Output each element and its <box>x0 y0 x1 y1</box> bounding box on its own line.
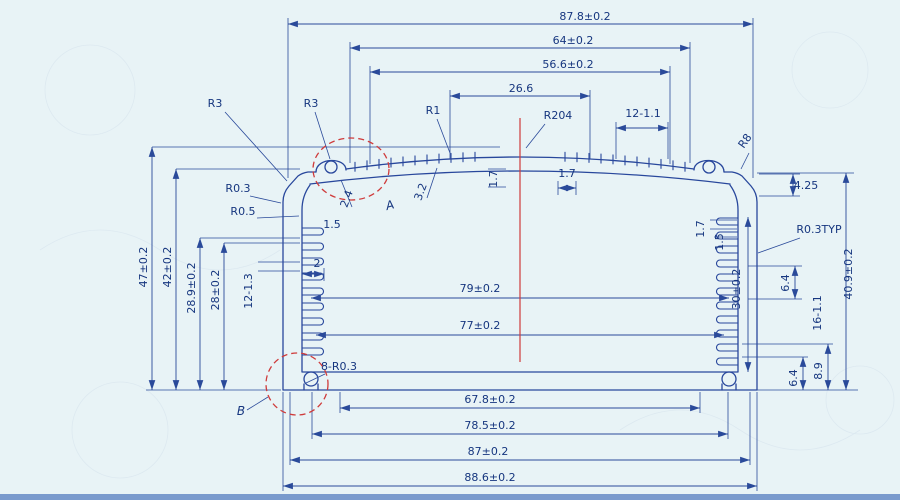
dim-radius-r1: R1 <box>426 104 441 117</box>
dim-2-4: 2.4 <box>338 188 356 209</box>
dim-height-30: 30±0.2 <box>730 269 743 310</box>
extension-lines <box>146 18 858 491</box>
dim-6-4-upper: 6.4 <box>779 274 792 292</box>
detail-circles <box>265 137 390 416</box>
dim-width-78-5: 78.5±0.2 <box>464 419 515 432</box>
dim-1-5-left: 1.5 <box>323 218 341 231</box>
dim-count-16-1-1: 16-1.1 <box>811 295 824 330</box>
dim-width-87: 87±0.2 <box>468 445 509 458</box>
detail-circle-a <box>312 137 390 201</box>
dim-overall-top-width: 87.8±0.2 <box>559 10 610 23</box>
dim-radius-r3-left: R3 <box>208 97 223 110</box>
detail-label-a: A <box>383 197 396 213</box>
dim-1-7-center: 1.7 <box>558 167 576 180</box>
leader-lines <box>224 111 801 411</box>
dim-count-12-1-1: 12-1.1 <box>625 107 660 120</box>
dim-4-25: 4.25 <box>794 179 819 192</box>
dim-radius-r3-ear: R3 <box>304 97 319 110</box>
dim-width-67-8: 67.8±0.2 <box>464 393 515 406</box>
detail-circle-b <box>265 352 329 416</box>
dim-width-77: 77±0.2 <box>460 319 501 332</box>
dim-height-28: 28±0.2 <box>209 270 222 311</box>
dimension-labels: 87.8±0.2 64±0.2 56.6±0.2 26.6 R204 12-1.… <box>137 10 855 484</box>
dim-2: 2 <box>314 257 321 270</box>
dim-radius-r0-5: R0.5 <box>230 205 255 218</box>
dim-radius-r204: R204 <box>544 109 573 122</box>
dim-count-8-r0-3: 8-R0.3 <box>321 360 357 373</box>
dim-1-5-right: 1.5 <box>713 233 726 251</box>
dim-width-79: 79±0.2 <box>460 282 501 295</box>
dim-3-2: 3.2 <box>412 181 430 202</box>
dim-width-26-6: 26.6 <box>509 82 534 95</box>
dim-radius-r8: R8 <box>736 131 755 150</box>
sheet-edge <box>0 494 900 500</box>
dim-6-4-lower: 6.4 <box>787 369 800 387</box>
dim-1-7-center-left: 1.7 <box>487 170 500 188</box>
dim-1-7-right: 1.7 <box>694 220 707 238</box>
detail-label-b: B <box>237 404 245 418</box>
dim-height-47: 47±0.2 <box>137 247 150 288</box>
dim-radius-r0-3-typ: R0.3TYP <box>796 223 842 236</box>
dimension-lines <box>148 20 850 490</box>
dim-radius-r0-3: R0.3 <box>225 182 250 195</box>
dim-count-12-1-3: 12-1.3 <box>242 273 255 308</box>
dim-width-64: 64±0.2 <box>553 34 594 47</box>
dim-height-40-9: 40.9±0.2 <box>842 248 855 299</box>
dim-8-9: 8.9 <box>812 362 825 380</box>
watermark <box>39 31 895 479</box>
dim-height-42: 42±0.2 <box>161 247 174 288</box>
dim-height-28-9: 28.9±0.2 <box>185 262 198 313</box>
dim-width-56-6: 56.6±0.2 <box>542 58 593 71</box>
dim-overall-bottom-width: 88.6±0.2 <box>464 471 515 484</box>
